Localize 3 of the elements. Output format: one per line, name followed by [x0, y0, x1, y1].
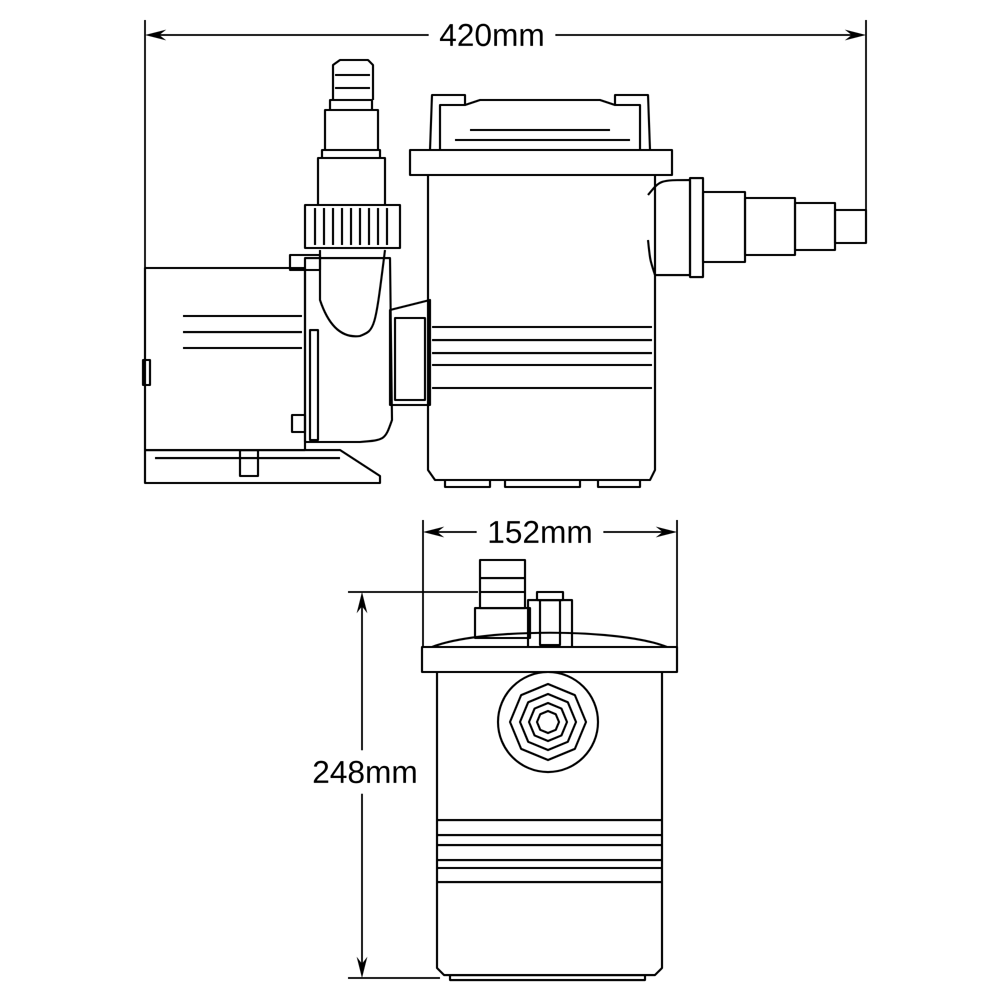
dimension-label: 420mm	[428, 13, 556, 57]
dimension-label: 248mm	[302, 750, 428, 794]
dimension-label: 152mm	[476, 510, 604, 554]
